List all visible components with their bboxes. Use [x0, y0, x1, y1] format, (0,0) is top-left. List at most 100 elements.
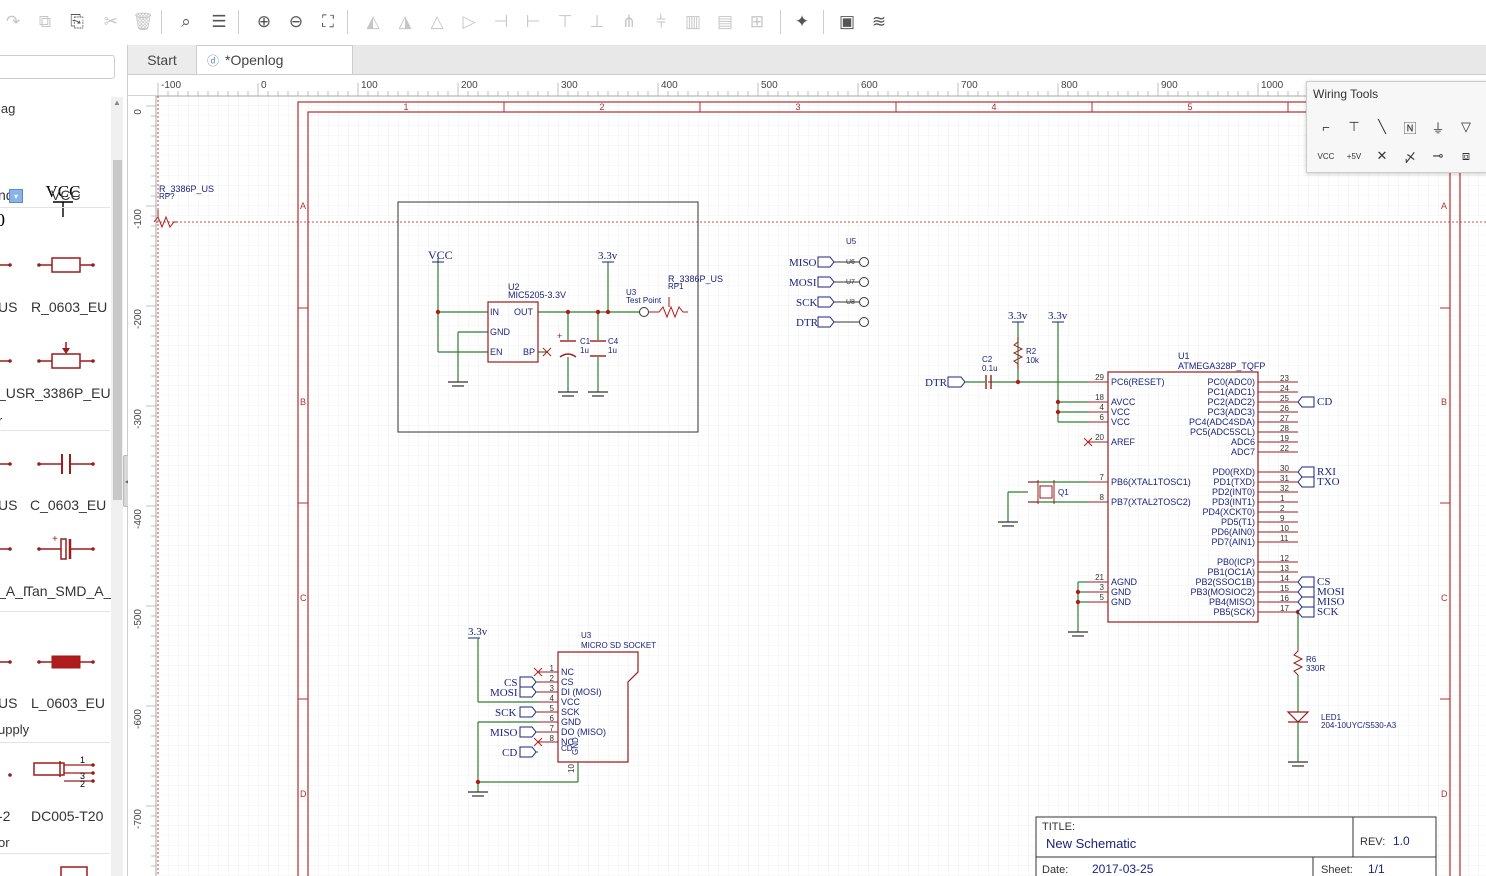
rotate-right-icon[interactable]: ◮ — [398, 12, 412, 31]
align-left-icon[interactable]: ⊣ — [493, 12, 509, 31]
ruler-label: -500 — [133, 609, 144, 629]
rotate-left-icon[interactable]: ◭ — [366, 12, 380, 31]
plus5v-flag-icon[interactable]: +5V — [1346, 151, 1362, 161]
mcu-pin-number: 8 — [1100, 493, 1105, 502]
ruler-label: 100 — [361, 80, 378, 91]
dc-jack-symbol-icon[interactable]: 1 3 2 — [0, 750, 110, 800]
library-item-label[interactable]: VCC — [51, 187, 81, 203]
library-item-label[interactable]: US — [0, 299, 18, 315]
net-port-icon[interactable]: ▯ — [1479, 115, 1486, 139]
sd-pin-name: CS — [561, 677, 574, 687]
flip-horizontal-icon[interactable]: ▷ — [462, 12, 476, 31]
align-center-v-icon[interactable]: ⋔ — [621, 12, 637, 31]
no-connect-icon[interactable]: ✕ — [1376, 148, 1388, 163]
zoom-in-icon[interactable]: ⊕ — [256, 12, 272, 31]
fit-view-icon[interactable]: ⛶ — [322, 12, 334, 31]
align-bottom-icon[interactable]: ⊥ — [589, 12, 605, 31]
main-toolbar: ↷ ⧉ ⎘ ✂ 🗑 ⌕ ☰ ⊕ ⊖ ⛶ ◭ ◮ △ ▷ ⊣ ⊢ ⊤ ⊥ ⋔ ⫩ … — [0, 0, 1486, 46]
sd-pin-number: 3 — [550, 684, 555, 693]
net-port — [1297, 576, 1315, 588]
pin-icon[interactable]: ⊸ — [1432, 148, 1444, 163]
pin-cursor-icon[interactable]: ✦ — [794, 12, 810, 31]
potentiometer-symbol-icon[interactable] — [0, 340, 110, 380]
copy-icon[interactable]: ⎘ — [70, 12, 84, 31]
library-item-label[interactable]: R_0603_EU — [31, 299, 108, 315]
inductor-symbol-icon[interactable] — [0, 643, 110, 683]
svg-text:C2: C2 — [982, 355, 993, 364]
tantalum-capacitor-symbol-icon[interactable]: + — [0, 530, 110, 570]
library-item-label[interactable]: US — [0, 497, 18, 513]
layers-icon[interactable]: ≋ — [871, 12, 887, 31]
library-item-label[interactable]: R_3386P_EU — [25, 385, 111, 401]
zoom-out-icon[interactable]: ⊖ — [288, 12, 304, 31]
probe-icon[interactable]: 〆 — [1403, 149, 1417, 165]
net-port — [1297, 396, 1315, 408]
ruler-label: 500 — [761, 80, 778, 91]
schematic-drawing[interactable]: -100010020030040050060070080090010001100… — [128, 75, 1486, 876]
distribute-h-icon[interactable]: ▥ — [684, 12, 702, 31]
duplicate-icon[interactable]: ⧉ — [38, 12, 52, 31]
wire-icon[interactable]: ⌐ — [1322, 119, 1330, 135]
library-item-label[interactable]: Tan_SMD_A_I — [25, 583, 116, 599]
net-port-label: CS — [504, 677, 517, 689]
group-icon[interactable]: ⧈ — [1461, 148, 1471, 163]
mcu-pin-name: AVCC — [1111, 397, 1136, 407]
net-flag-gnd-icon[interactable]: ▽ — [1461, 119, 1471, 134]
cut-icon[interactable]: ✂ — [103, 12, 119, 31]
mcu-pin-number: 25 — [1280, 394, 1289, 403]
bus-entry-icon[interactable]: ╲ — [1378, 119, 1386, 134]
svg-text:U3: U3 — [581, 631, 592, 640]
svg-text:5: 5 — [1187, 102, 1192, 112]
library-item-label[interactable]: L_0603_EU — [31, 695, 105, 711]
library-item-label[interactable]: _A_I — [0, 583, 27, 599]
library-item-label[interactable]: DC005-T20 — [31, 808, 104, 824]
category-header[interactable]: upply — [0, 722, 30, 737]
align-grid-icon[interactable]: ⊞ — [749, 12, 765, 31]
tab-start[interactable]: Start — [128, 45, 197, 74]
dropdown-icon[interactable]: ▾ — [9, 189, 23, 203]
capacitor-symbol-icon[interactable] — [0, 445, 110, 485]
svg-text:R_3386P_US: R_3386P_US — [159, 184, 214, 194]
ruler-label: 300 — [561, 80, 578, 91]
svg-text:10k: 10k — [1026, 356, 1040, 365]
divider — [0, 742, 110, 743]
category-header[interactable]: r — [0, 413, 2, 428]
net-port-label: MOSI — [1317, 586, 1345, 598]
tab-label: *Openlog — [225, 52, 284, 68]
svg-text:2017-03-25: 2017-03-25 — [1092, 862, 1154, 876]
redo-icon[interactable]: ↷ — [5, 12, 21, 31]
mcu-pin-name: PD2(INT0) — [1212, 487, 1255, 497]
search-icon[interactable]: ⌕ — [181, 12, 191, 31]
library-item-label[interactable]: _US — [0, 385, 26, 401]
distribute-v-icon[interactable]: ▤ — [716, 12, 734, 31]
scroll-up-icon[interactable]: ▲ — [113, 98, 121, 107]
align-center-h-icon[interactable]: ⫩ — [656, 12, 666, 31]
align-right-icon[interactable]: ⊢ — [525, 12, 541, 31]
category-header[interactable]: or — [0, 835, 10, 850]
ruler-label: -200 — [133, 309, 144, 329]
category-header[interactable]: lag — [0, 101, 16, 116]
library-item-label[interactable]: -2 — [0, 808, 11, 824]
library-item-label[interactable]: US — [0, 695, 18, 711]
mcu-pin-number: 18 — [1095, 393, 1104, 402]
svg-text:OUT: OUT — [514, 307, 534, 317]
svg-text:REV:: REV: — [1360, 836, 1385, 848]
net-label-icon[interactable]: 🄽 — [1403, 120, 1417, 136]
sd-pin-name: DO (MISO) — [561, 727, 606, 737]
vcc-flag-icon[interactable]: VCC — [1317, 151, 1335, 161]
library-item-label[interactable]: C_0603_EU — [30, 497, 107, 513]
mcu-pin-number: 19 — [1280, 434, 1289, 443]
find-replace-icon[interactable]: ☰ — [211, 12, 227, 31]
import-image-icon[interactable]: ▣ — [838, 12, 856, 31]
ground-icon[interactable]: ⏚ — [1431, 120, 1445, 136]
bus-icon[interactable]: ⊤ — [1348, 119, 1360, 134]
tab-openlog[interactable]: ⓓ *Openlog — [197, 45, 353, 74]
resistor-symbol-icon[interactable] — [0, 240, 110, 280]
svg-text:VCC: VCC — [428, 248, 453, 262]
library-scrollbar-thumb[interactable] — [113, 160, 122, 500]
align-top-icon[interactable]: ⊤ — [557, 12, 573, 31]
library-search-input[interactable] — [0, 55, 115, 79]
flip-vertical-icon[interactable]: △ — [430, 12, 444, 31]
delete-icon[interactable]: 🗑 — [132, 12, 154, 31]
schematic-canvas[interactable]: -100010020030040050060070080090010001100… — [128, 75, 1486, 876]
